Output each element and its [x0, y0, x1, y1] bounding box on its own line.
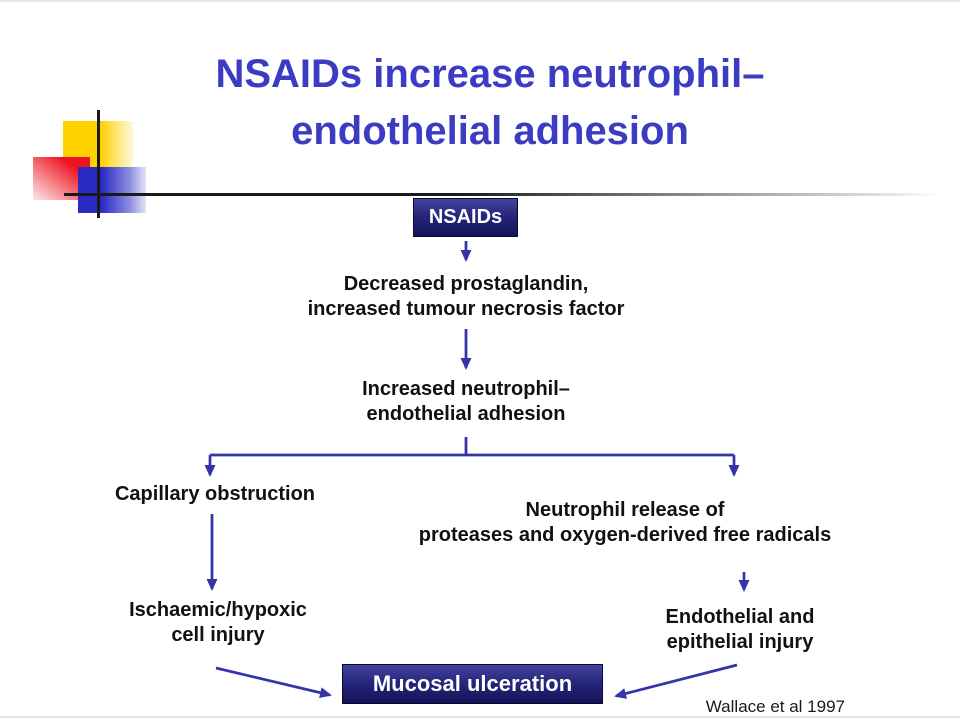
node-decreased-prostaglandin: Decreased prostaglandin, increased tumou… — [246, 272, 686, 322]
arrow-endothelial-to-mucosal — [614, 663, 738, 699]
node-decreased-line2: increased tumour necrosis factor — [307, 298, 625, 320]
nsaids-box: NSAIDs — [413, 198, 518, 237]
node-release-line1: Neutrophil release of — [525, 499, 725, 521]
slide-top-edge — [0, 0, 960, 2]
node-capillary-obstruction: Capillary obstruction — [65, 482, 365, 507]
logo-vertical-line — [97, 110, 100, 218]
page-title-line1: NSAIDs increase neutrophil– — [215, 52, 765, 96]
mucosal-ulceration-box: Mucosal ulceration — [342, 664, 603, 704]
node-ischaemic-line1: Ischaemic/hypoxic — [129, 599, 307, 621]
node-release-line2: proteases and oxygen-derived free radica… — [418, 524, 832, 546]
page-title: NSAIDs increase neutrophil– endothelial … — [100, 46, 880, 160]
citation: Wallace et al 1997 — [705, 697, 845, 716]
logo-blue-square — [78, 167, 146, 213]
node-neutrophil-release: Neutrophil release of proteases and oxyg… — [385, 498, 865, 548]
mucosal-box-label: Mucosal ulceration — [372, 671, 573, 696]
node-capillary-label: Capillary obstruction — [114, 483, 316, 505]
node-increased-line1: Increased neutrophil– — [362, 378, 570, 400]
title-rule-line — [64, 193, 940, 196]
arrow-ischaemic-to-mucosal — [215, 666, 332, 699]
node-increased-line2: endothelial adhesion — [366, 403, 566, 425]
node-ischaemic-line2: cell injury — [171, 624, 265, 646]
node-endothelial-line2: epithelial injury — [666, 631, 814, 653]
page-title-line2: endothelial adhesion — [291, 109, 689, 153]
node-increased-adhesion: Increased neutrophil– endothelial adhesi… — [266, 377, 666, 427]
node-ischaemic-injury: Ischaemic/hypoxic cell injury — [68, 598, 368, 648]
slide-bottom-edge — [0, 716, 960, 718]
node-endothelial-injury: Endothelial and epithelial injury — [590, 605, 890, 655]
node-decreased-line1: Decreased prostaglandin, — [343, 273, 589, 295]
node-endothelial-line1: Endothelial and — [665, 606, 815, 628]
nsaids-box-label: NSAIDs — [428, 206, 503, 228]
